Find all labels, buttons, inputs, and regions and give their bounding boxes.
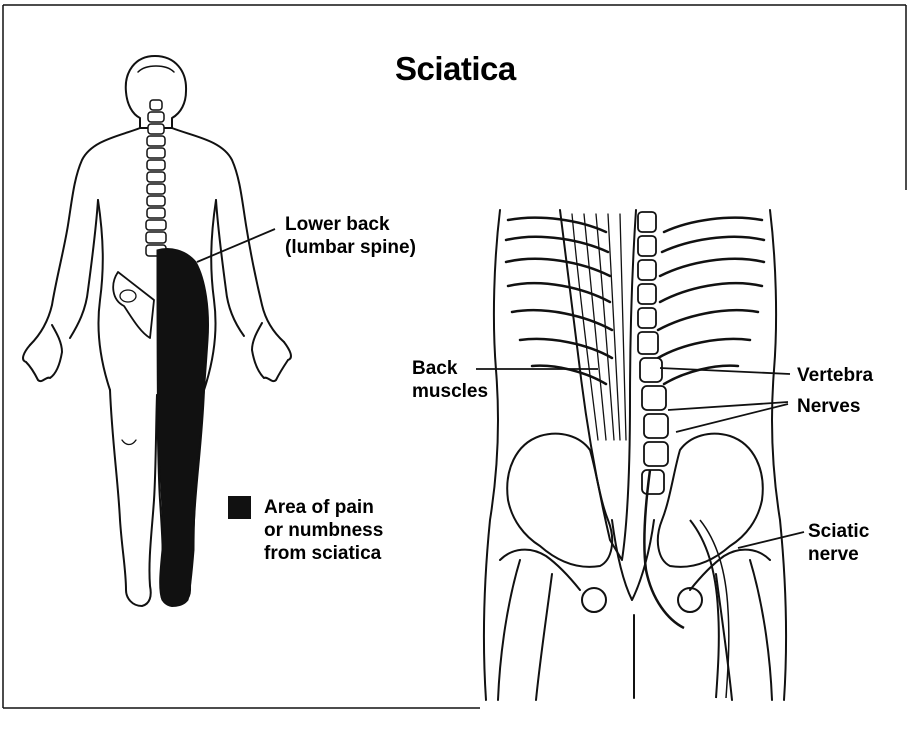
legend-text: Area of pain or numbness from sciatica (264, 496, 383, 565)
left-leg (110, 390, 157, 606)
lower-back-leader (197, 229, 275, 262)
spine (146, 100, 166, 256)
legend-line2: or numbness (264, 519, 383, 542)
label-nerves: Nerves (797, 395, 860, 418)
vertebral-column (638, 212, 668, 494)
anatomy-detail (484, 210, 786, 700)
pelvis (113, 272, 154, 338)
right-hand (252, 323, 291, 381)
label-lower-back: Lower back (lumbar spine) (285, 213, 416, 259)
sciatic-leader (738, 532, 804, 548)
pain-area (157, 249, 209, 607)
left-hand (23, 325, 62, 381)
legend-line1: Area of pain (264, 496, 383, 519)
label-lower-back-line2: (lumbar spine) (285, 236, 416, 259)
torso-right-outline (770, 210, 786, 700)
pelvis-right (658, 434, 763, 567)
label-back-muscles-line1: Back (412, 357, 488, 380)
sciatic-nerve (644, 470, 728, 698)
label-back-muscles: Back muscles (412, 357, 488, 403)
label-sciatic-line1: Sciatic (808, 520, 869, 543)
torso-outline (30, 128, 140, 345)
pelvis-left (507, 434, 612, 567)
label-sciatic-line2: nerve (808, 543, 869, 566)
label-lower-back-line1: Lower back (285, 213, 416, 236)
label-vertebra: Vertebra (797, 364, 873, 387)
torso-left-outline (484, 210, 500, 700)
vertebra-leader (660, 368, 790, 374)
label-back-muscles-line2: muscles (412, 380, 488, 403)
label-sciatic-nerve: Sciatic nerve (808, 520, 869, 566)
diagram-title: Sciatica (395, 50, 516, 88)
legend-line3: from sciatica (264, 542, 383, 565)
legend-swatch (228, 496, 251, 519)
sacrum (612, 520, 654, 600)
